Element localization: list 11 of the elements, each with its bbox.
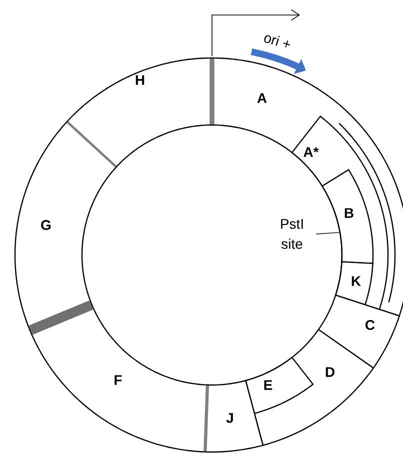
gene-segment: K (334, 261, 374, 306)
node-label: A* (304, 147, 319, 157)
node-label: J (226, 413, 233, 423)
node-label: D (326, 367, 334, 377)
leader-line (316, 232, 340, 234)
gene-segment: J (204, 380, 264, 453)
gene-segment: F (29, 304, 208, 452)
node-label: C (366, 320, 375, 330)
gene-segment: E (244, 356, 314, 414)
ori-label: ori + (264, 35, 290, 48)
gene-segment: H (66, 57, 213, 168)
